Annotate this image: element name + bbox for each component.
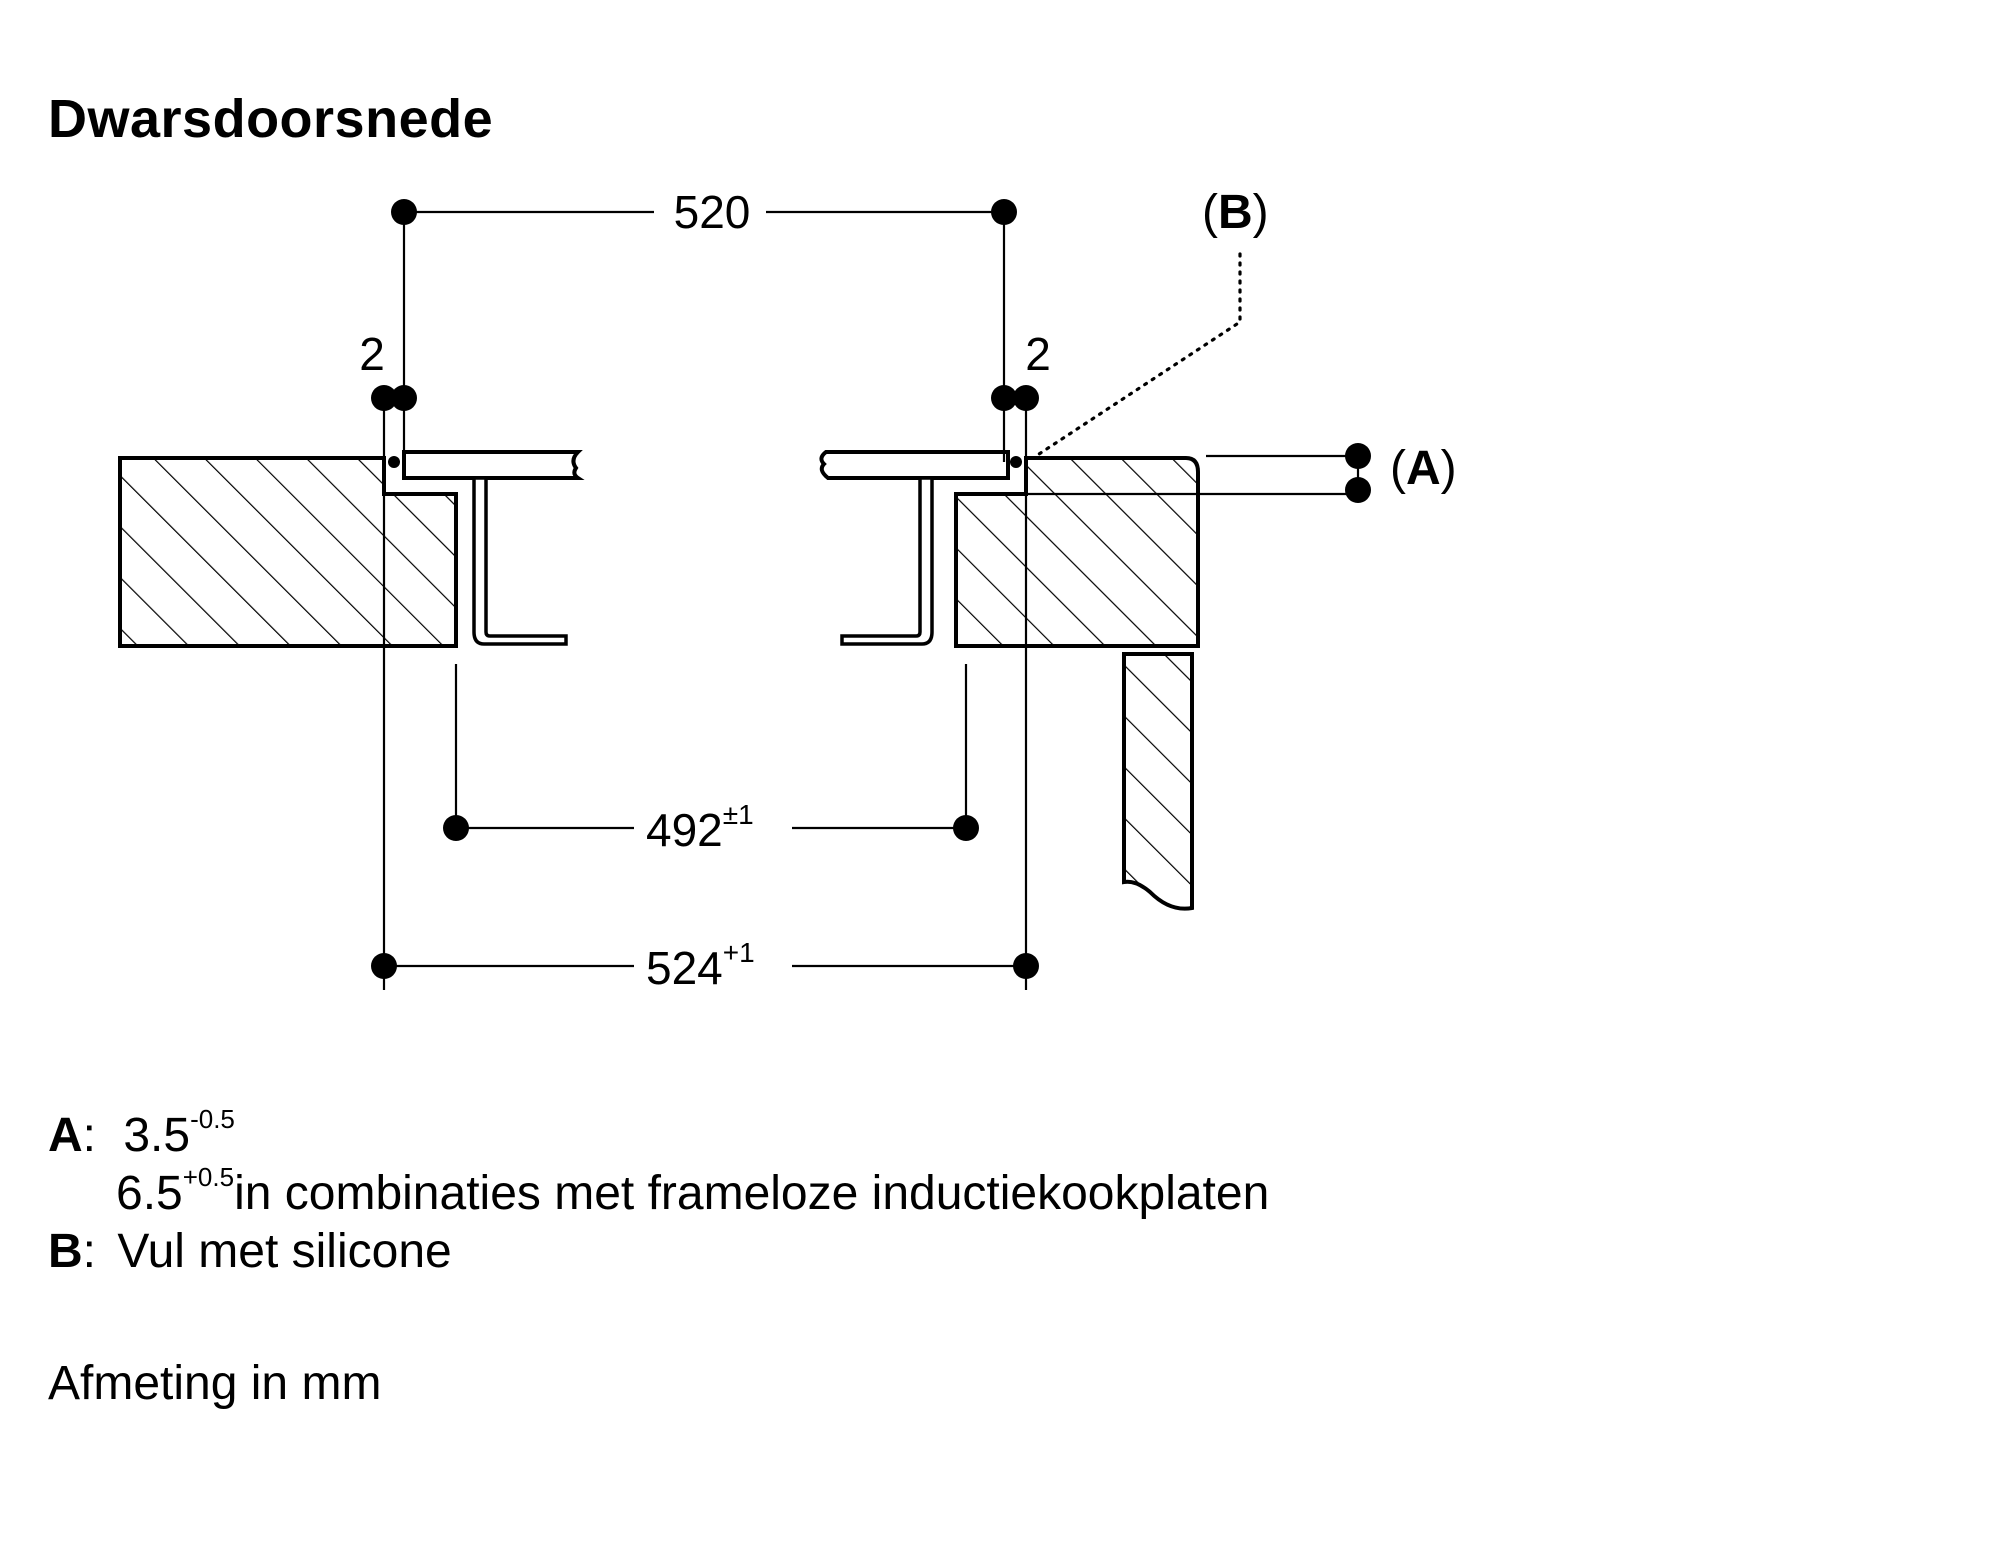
callout-a-label: (A) — [1390, 442, 1457, 495]
dimension-dot — [991, 199, 1017, 225]
left-hob-glass — [402, 450, 585, 480]
legend-a: A: 3.5-0.5 — [48, 1106, 235, 1162]
dimension-dot — [371, 953, 397, 979]
left-hob-frame — [472, 476, 568, 646]
legend-a-alt-tolerance: +0.5 — [182, 1162, 235, 1192]
dimension-dot — [1013, 953, 1039, 979]
dimension-dot — [391, 199, 417, 225]
right-hob-frame — [840, 476, 934, 646]
dimension-dot — [391, 385, 417, 411]
left-worktop — [118, 456, 458, 648]
legend-a-tolerance: -0.5 — [190, 1104, 235, 1134]
dimension-dot — [443, 815, 469, 841]
legend-a-value: 3.5-0.5 — [123, 1106, 235, 1162]
dimension-492-label: 492±1 — [646, 799, 754, 856]
dimension-492-tolerance: ±1 — [723, 799, 754, 830]
legend-a-key: A — [48, 1109, 83, 1162]
dimension-dot — [1013, 385, 1039, 411]
legend-b-colon: : — [82, 1225, 97, 1278]
silicone-joint-left — [388, 456, 400, 468]
callout-b-letter: B — [1218, 186, 1253, 239]
legend-a-alt: 6.5+0.5in combinaties met frameloze indu… — [116, 1164, 1270, 1220]
dimension-524-value: 524 — [646, 942, 723, 994]
legend-a-alt-number: 6.5 — [116, 1167, 183, 1220]
callout-b-label: (B) — [1202, 186, 1269, 239]
legend-b-text: Vul met silicone — [117, 1225, 452, 1278]
right-hob-glass — [819, 450, 1010, 480]
silicone-joint-right — [1010, 456, 1022, 468]
dimension-dot — [991, 385, 1017, 411]
legend-b: B: Vul met silicone — [48, 1228, 452, 1276]
dimension-492 — [454, 664, 968, 830]
dimension-dot — [953, 815, 979, 841]
dimension-520 — [402, 210, 1006, 462]
legend-a-number: 3.5 — [123, 1109, 191, 1162]
dimension-524-label: 524+1 — [646, 937, 755, 994]
callout-a-letter: A — [1406, 442, 1441, 495]
legend-a-colon: : — [82, 1109, 97, 1162]
diagram-title: Dwarsdoorsnede — [48, 89, 494, 149]
dimension-524-tolerance: +1 — [723, 937, 755, 968]
legend-a-alt-text: in combinaties met frameloze inductiekoo… — [234, 1167, 1270, 1220]
dimension-dot — [1345, 477, 1371, 503]
dimension-dot — [371, 385, 397, 411]
gap-left-label: 2 — [359, 328, 385, 380]
dimension-492-value: 492 — [646, 804, 723, 856]
dimension-520-label: 520 — [674, 186, 751, 238]
callout-paren: ( — [1202, 186, 1218, 239]
callout-paren: ( — [1390, 442, 1406, 495]
cabinet-side-panel — [1122, 652, 1194, 911]
units-note: Afmeting in mm — [48, 1357, 382, 1410]
right-worktop — [954, 456, 1200, 648]
gap-right-label: 2 — [1025, 328, 1051, 380]
callout-b-leader — [1034, 252, 1242, 458]
legend-b-key: B — [48, 1225, 83, 1278]
callout-paren: ) — [1253, 186, 1269, 239]
dimension-dot — [1345, 443, 1371, 469]
callout-paren: ) — [1441, 442, 1457, 495]
